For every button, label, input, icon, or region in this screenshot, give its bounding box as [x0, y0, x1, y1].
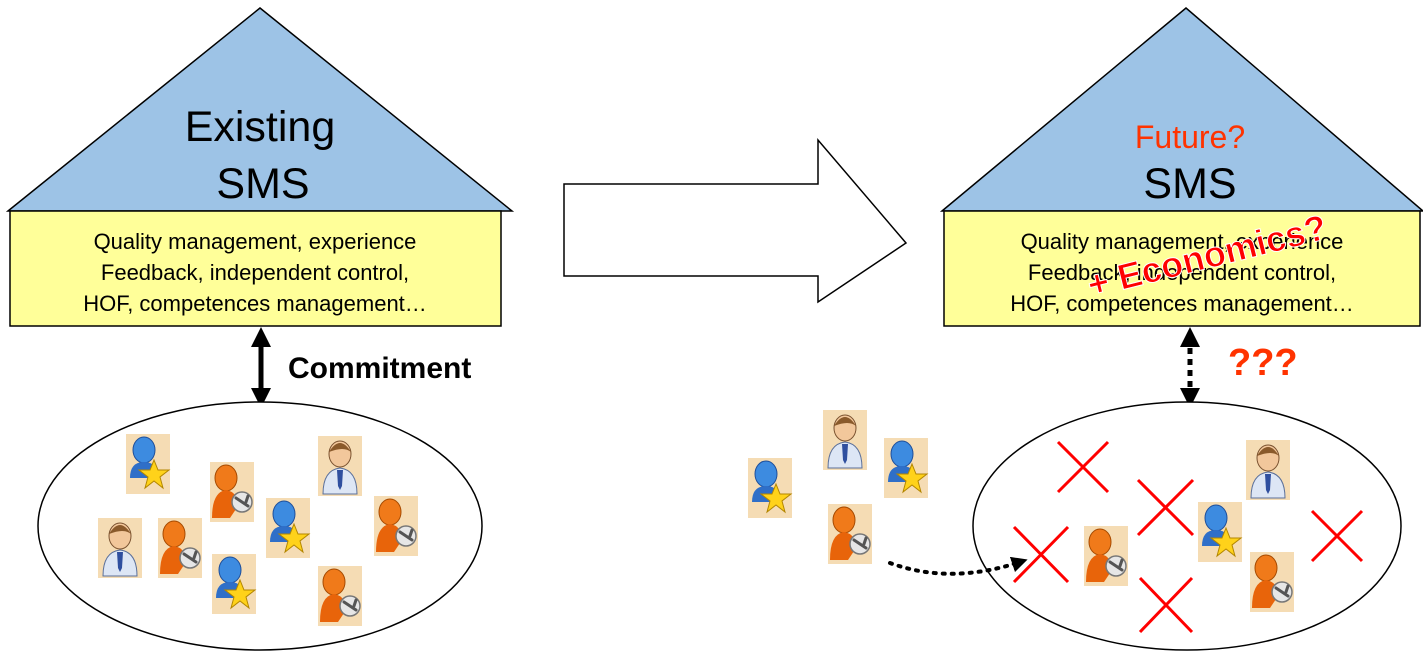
person-tie-icon: [822, 409, 868, 471]
dotted-move-arrow: [888, 556, 1028, 576]
right-team-ellipse: [972, 401, 1402, 651]
cross-icon: [1056, 440, 1110, 494]
person-star-icon: [265, 497, 311, 559]
person-star-icon: [747, 457, 793, 519]
person-wrench-icon: [208, 460, 256, 524]
person-tie-icon: [317, 435, 363, 497]
right-box-line-1: Quality management, experience: [1021, 229, 1344, 254]
person-wrench-icon: [1082, 524, 1130, 588]
cross-icon: [1012, 525, 1070, 584]
person-wrench-icon: [372, 494, 420, 558]
person-star-icon: [1197, 501, 1243, 563]
cross-icon: [1136, 478, 1195, 537]
cross-icon: [1310, 509, 1364, 563]
person-wrench-icon: [316, 564, 364, 628]
right-box-line-2: Feedback, independent control,: [1028, 260, 1336, 285]
commitment-label: Commitment: [288, 352, 471, 385]
person-star-icon: [211, 553, 257, 615]
left-title-line2: SMS: [216, 160, 309, 208]
transition-arrow: [563, 137, 908, 304]
person-tie-icon: [1245, 439, 1291, 501]
person-star-icon: [125, 433, 171, 495]
person-wrench-icon: [156, 516, 204, 580]
left-title-line1: Existing: [185, 103, 336, 151]
left-box-line-1: Quality management, experience: [94, 229, 417, 254]
right-practices-box: [943, 210, 1421, 327]
person-wrench-icon: [1248, 550, 1296, 614]
left-box-line-3: HOF, competences management…: [83, 291, 427, 316]
left-box-line-2: Feedback, independent control,: [101, 260, 409, 285]
person-wrench-icon: [826, 502, 874, 566]
uncertain-label: ???: [1228, 342, 1298, 384]
right-title-line1: Future?: [1135, 119, 1245, 155]
right-title-line2: SMS: [1143, 160, 1236, 208]
left-practices-box: [9, 210, 502, 327]
right-box-line-3: HOF, competences management…: [1010, 291, 1354, 316]
person-tie-icon: [97, 517, 143, 579]
person-star-icon: [883, 437, 929, 499]
cross-icon: [1138, 576, 1194, 634]
